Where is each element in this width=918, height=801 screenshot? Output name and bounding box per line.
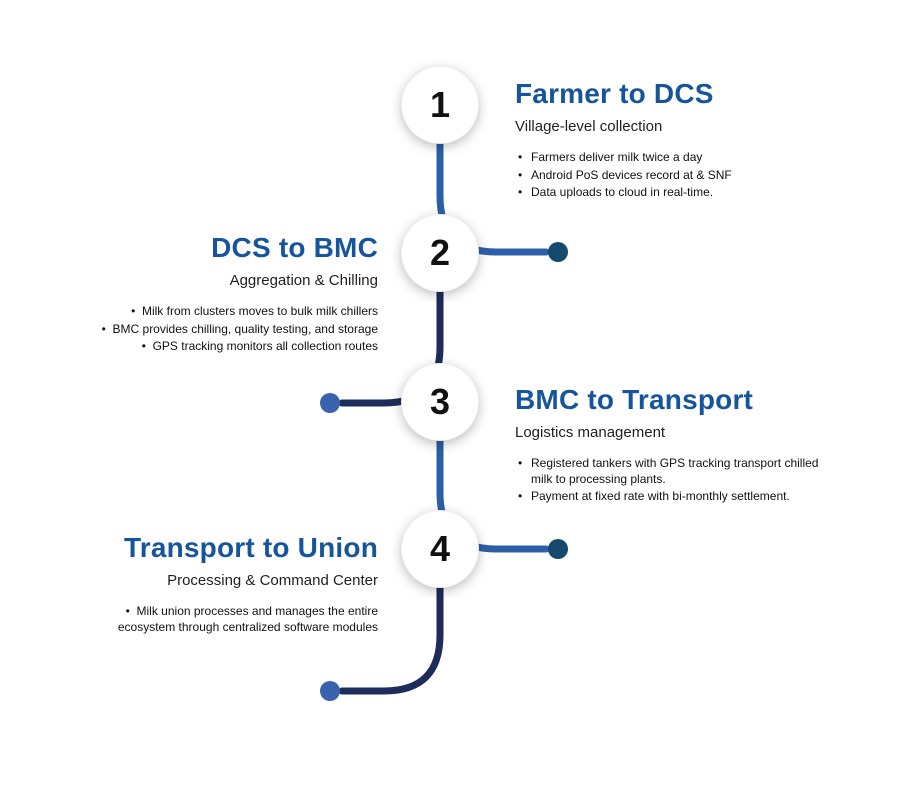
step-1-bullets: Farmers deliver milk twice a day Android… <box>515 150 865 201</box>
step-3-number: 3 <box>429 381 451 422</box>
step-2-bullets: Milk from clusters moves to bulk milk ch… <box>38 304 378 355</box>
step-2-content: DCS to BMC Aggregation & Chilling Milk f… <box>38 232 378 357</box>
bullet-item: Payment at fixed rate with bi-monthly se… <box>515 489 825 505</box>
step-4-bullets: Milk union processes and manages the ent… <box>78 604 378 636</box>
step-2-subtitle: Aggregation & Chilling <box>229 272 378 290</box>
step-1-content: Farmer to DCS Village-level collection F… <box>515 78 865 203</box>
step-3-subtitle: Logistics management <box>515 424 666 442</box>
connector-2-end-dot <box>320 393 340 413</box>
step-4-number-circle: 4 <box>402 511 478 587</box>
bullet-item: Registered tankers with GPS tracking tra… <box>515 456 825 488</box>
bullet-item: Farmers deliver milk twice a day <box>515 150 865 166</box>
connector-3-end-dot <box>548 539 568 559</box>
step-2-title: DCS to BMC <box>211 232 378 263</box>
connector-4-end-dot <box>320 681 340 701</box>
step-3-bullets: Registered tankers with GPS tracking tra… <box>515 456 825 505</box>
step-1-subtitle: Village-level collection <box>515 118 663 136</box>
bullet-item: Android PoS devices record at & SNF <box>515 168 865 184</box>
step-2-number-circle: 2 <box>402 215 478 291</box>
step-4-number: 4 <box>429 528 451 569</box>
step-4-content: Transport to Union Processing & Command … <box>38 532 378 637</box>
step-4-subtitle: Processing & Command Center <box>167 572 378 590</box>
step-1-number-circle: 1 <box>402 67 478 143</box>
bullet-item: BMC provides chilling, quality testing, … <box>38 322 378 338</box>
step-4-title: Transport to Union <box>123 532 378 563</box>
bullet-item: Milk union processes and manages the ent… <box>78 604 378 636</box>
connector-4-curve <box>338 583 444 695</box>
step-1-title: Farmer to DCS <box>515 78 714 109</box>
bullet-item: Data uploads to cloud in real-time. <box>515 185 865 201</box>
step-3-title: BMC to Transport <box>515 384 754 415</box>
bullet-item: GPS tracking monitors all collection rou… <box>38 339 378 355</box>
step-2-number: 2 <box>429 232 451 273</box>
step-3-number-circle: 3 <box>402 364 478 440</box>
step-1-number: 1 <box>429 84 451 125</box>
bullet-item: Milk from clusters moves to bulk milk ch… <box>38 304 378 320</box>
connector-1-end-dot <box>548 242 568 262</box>
step-3-content: BMC to Transport Logistics management Re… <box>515 384 865 507</box>
